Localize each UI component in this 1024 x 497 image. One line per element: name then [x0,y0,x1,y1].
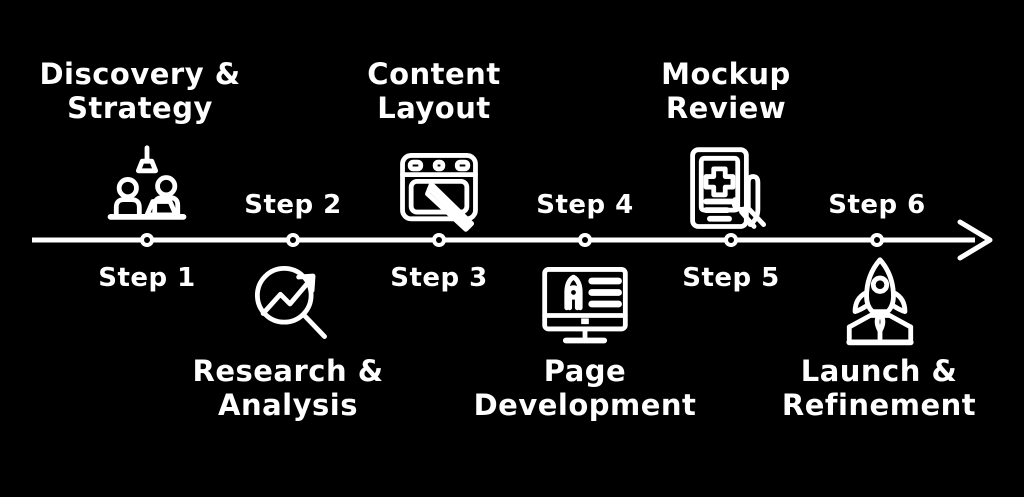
magnifier-growth-chart-icon [242,254,338,350]
timeline-arrowhead-icon [957,219,993,261]
desktop-monitor-layout-icon [537,256,633,352]
step-label-4: Step 4 [536,190,634,220]
timeline-node-marker-4[interactable] [578,233,592,247]
rocket-launch-platform-icon [832,254,928,350]
people-meeting-table-icon [99,142,195,238]
step-title-4: Page Development [473,354,697,422]
step-label-3: Step 3 [390,263,488,293]
timeline-node-marker-6[interactable] [870,233,884,247]
timeline-node-marker-3[interactable] [432,233,446,247]
tablet-hand-touch-icon [683,142,779,238]
timeline-node-marker-1[interactable] [140,233,154,247]
step-title-2: Research & Analysis [192,354,384,422]
step-title-1: Discovery & Strategy [39,57,241,125]
step-label-2: Step 2 [244,190,342,220]
step-label-1: Step 1 [98,263,196,293]
step-title-3: Content Layout [367,57,501,125]
step-label-5: Step 5 [682,263,780,293]
timeline-node-marker-5[interactable] [724,233,738,247]
timeline-node-marker-2[interactable] [286,233,300,247]
browser-window-stylus-icon [391,142,487,238]
step-label-6: Step 6 [828,190,926,220]
step-title-5: Mockup Review [661,57,791,125]
step-title-6: Launch & Refinement [781,354,977,422]
